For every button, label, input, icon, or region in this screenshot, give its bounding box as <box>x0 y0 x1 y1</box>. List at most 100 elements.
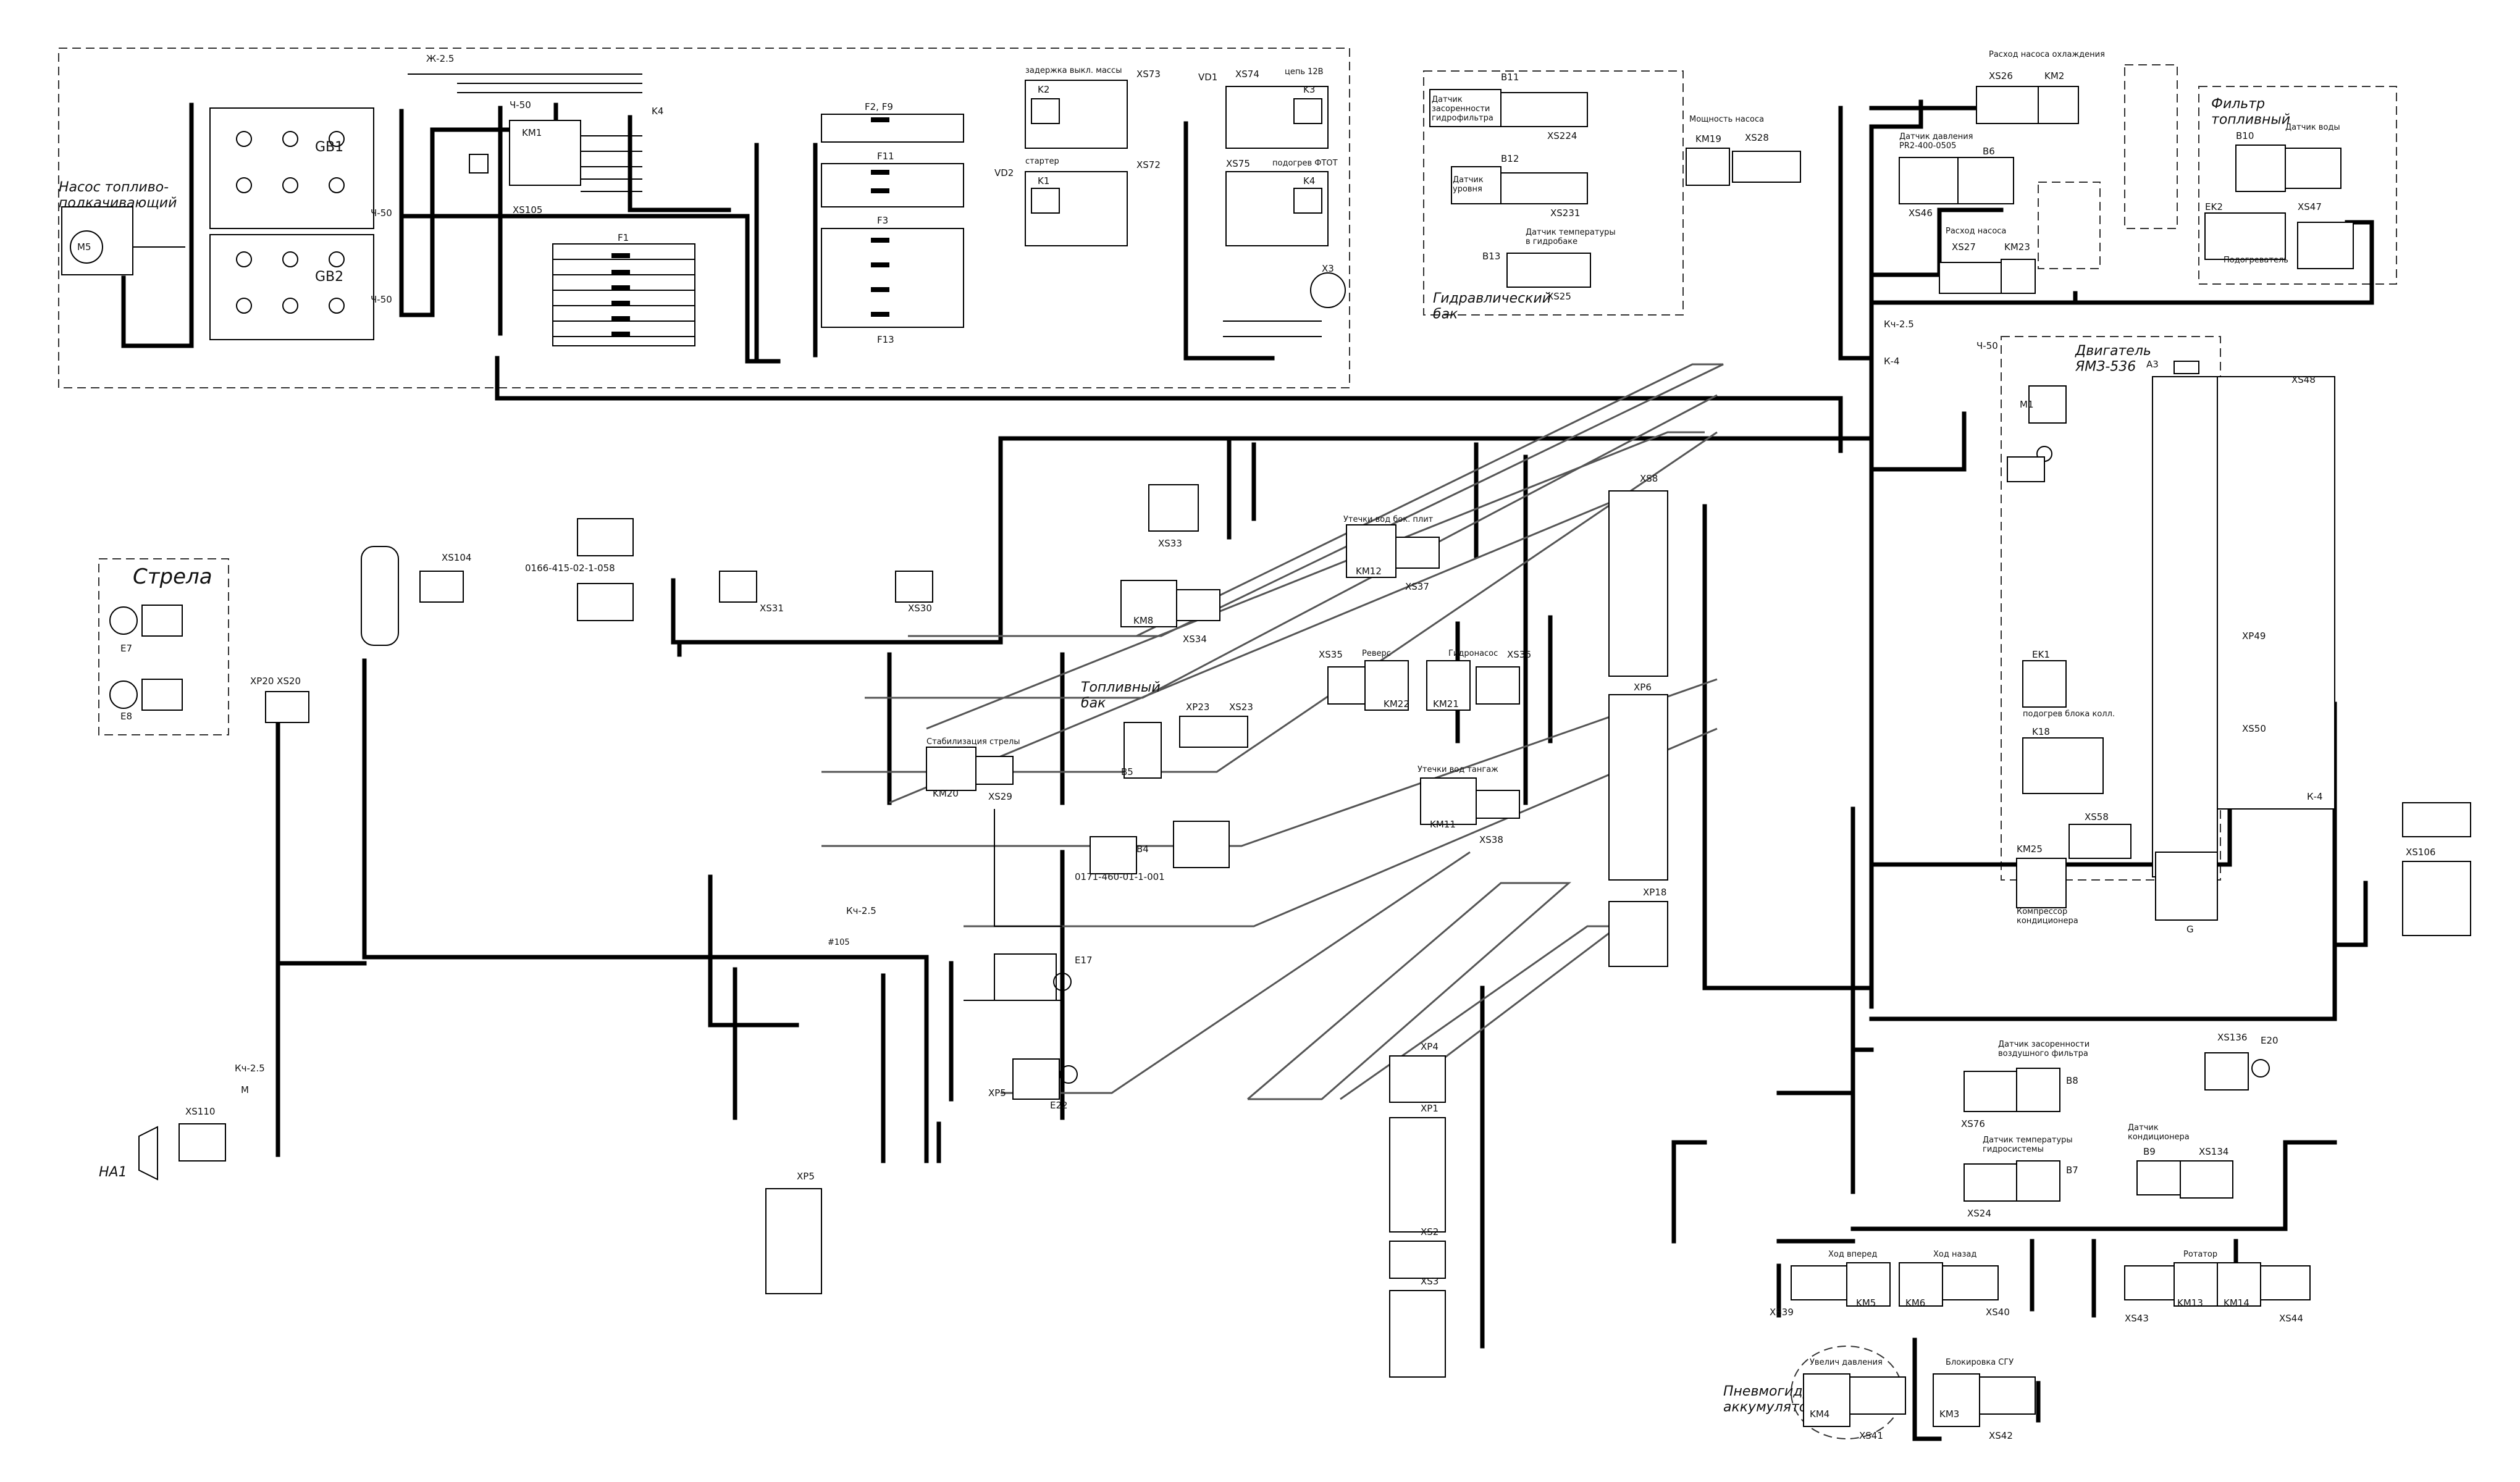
rotator-label: Ротатор <box>2183 1250 2217 1259</box>
xs48-label: XS48 <box>2291 374 2316 385</box>
xs76-label: XS76 <box>1961 1118 1985 1129</box>
xs27-label: XS27 <box>1952 241 1976 253</box>
xs26-label: XS26 <box>1989 70 2013 82</box>
km4-label: KM4 <box>1810 1409 1829 1420</box>
hod-vpered-label: Ход вперед <box>1828 1250 1877 1259</box>
e22-label: E22 <box>1050 1100 1068 1111</box>
xs29-label: XS29 <box>988 791 1012 802</box>
xp23-label: XP23 <box>1186 701 1209 713</box>
xs224-label: XS224 <box>1547 130 1577 141</box>
km6-label: KM6 <box>1905 1297 1925 1308</box>
k18-label: K18 <box>2032 726 2050 737</box>
rashod-nasosa-label: Расход насоса <box>1946 227 2006 236</box>
fuel-pump: Насос топливо-подкачивающий M5 <box>59 180 185 275</box>
xs50-label: XS50 <box>2242 723 2266 734</box>
ch50-mid-label: Ч-50 <box>371 207 392 219</box>
utechki-bok-label: Утечки вод бок. плит <box>1343 515 1434 524</box>
xs105-label: XS105 <box>513 204 542 216</box>
boom-block: Стрела E7 E8 XP20 XS20 <box>109 564 309 723</box>
xs37-label: XS37 <box>1405 581 1429 592</box>
starter-label: стартер <box>1025 157 1059 166</box>
e8-label: E8 <box>120 711 132 722</box>
ek1-label: EK1 <box>2032 649 2050 660</box>
km5-label: KM5 <box>1856 1297 1876 1308</box>
xs43-label: XS43 <box>2125 1313 2149 1324</box>
xs38-label: XS38 <box>1479 834 1503 845</box>
xs73-label: XS73 <box>1136 69 1161 80</box>
k4-label: K4 <box>652 106 663 117</box>
ek2-label: EK2 <box>2205 201 2223 212</box>
kch25-mid-label: Кч-2.5 <box>846 905 876 916</box>
k4-right-label: К-4 <box>1884 356 1900 367</box>
xp5-small-label: XP5 <box>988 1087 1006 1099</box>
harness-wires <box>121 99 2374 1441</box>
e20-label: E20 <box>2261 1035 2278 1046</box>
km22-label: KM22 <box>1384 698 1409 710</box>
m-label: М <box>241 1084 249 1095</box>
xs231-label: XS231 <box>1550 207 1580 219</box>
podogrevatel-label: Подогреватель <box>2224 256 2288 265</box>
e7-label: E7 <box>120 643 132 654</box>
ch50-right-label: Ч-50 <box>1976 340 1998 351</box>
xp49-label: XP49 <box>2242 630 2266 642</box>
xs72-label: XS72 <box>1136 159 1161 170</box>
km3-label: KM3 <box>1939 1409 1959 1420</box>
km11-label: KM11 <box>1430 819 1456 830</box>
e17-label: E17 <box>1075 955 1093 966</box>
diagonal-routes <box>821 363 1724 1100</box>
horn-block: HA1 XS110 Кч-2.5 <box>99 1063 265 1181</box>
xs47-label: XS47 <box>2298 201 2322 212</box>
fuse-block-f1: F1 <box>552 232 695 346</box>
xs23-label: XS23 <box>1229 701 1253 713</box>
uvel-davl-label: Увелич давления <box>1810 1358 1883 1367</box>
podogr-fto-label: подогрев ФТОТ <box>1272 159 1338 168</box>
k1-label: K1 <box>1038 175 1049 186</box>
f3-label: F3 <box>877 215 888 226</box>
xs31-label: XS31 <box>760 603 784 614</box>
f1-label: F1 <box>618 232 629 243</box>
xs75-label: XS75 <box>1226 158 1250 169</box>
podogrev-bl-label: подогрев блока колл. <box>2023 710 2115 719</box>
b4-label: B4 <box>1136 844 1149 855</box>
xs44-label: XS44 <box>2279 1313 2303 1324</box>
strela-title: Стрела <box>133 564 212 589</box>
xs134-label: XS134 <box>2199 1146 2228 1157</box>
part2-label: 0171-460-01-1-001 <box>1075 871 1165 882</box>
xs41-label: XS41 <box>1859 1430 1883 1441</box>
km8-label: KM8 <box>1133 615 1153 626</box>
xp5-table: XP5 <box>765 1171 822 1294</box>
b11-label: B11 <box>1501 72 1519 83</box>
xs110-label: XS110 <box>185 1106 215 1117</box>
xs58-label: XS58 <box>2085 811 2109 823</box>
ch50-top-label: Ч-50 <box>510 99 531 111</box>
b5-label: B5 <box>1121 766 1133 777</box>
b12-label: B12 <box>1501 153 1519 164</box>
km25-label: KM25 <box>2017 844 2043 855</box>
relay-k2: задержка выкл. массы XS73 K2 стартер XS7… <box>1025 66 1161 246</box>
b13-label: B13 <box>1482 251 1500 262</box>
xp20xs20-label: XP20 XS20 <box>250 676 301 687</box>
fuse-block-f2: F2, F9 F11 F3 F13 VD2 <box>821 101 1014 345</box>
m1-label: M1 <box>2020 399 2034 410</box>
b9-label: B9 <box>2143 1146 2156 1157</box>
g-label: G <box>2186 924 2194 935</box>
b7-label: B7 <box>2066 1165 2078 1176</box>
battery-block: GB1 GB2 KM1 XS105 K4 Ж-2.5 Ч-50 Ч-50 Ч-5… <box>209 53 663 340</box>
km19-block: Мощность насоса KM19 XS28 <box>1686 115 1801 186</box>
k4-bottom-label: К-4 <box>2307 791 2323 802</box>
